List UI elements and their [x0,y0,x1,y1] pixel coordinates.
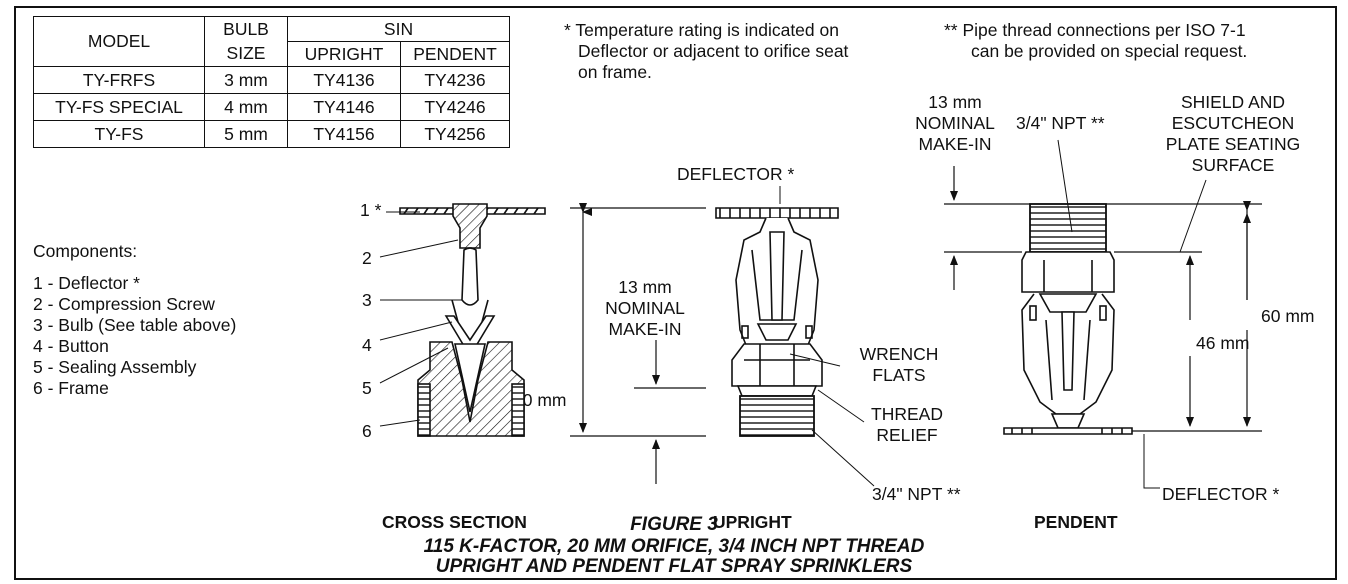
makein-label: NOMINAL [605,298,685,318]
callout-number: 5 [362,378,372,398]
shield-label: PLATE SEATING [1165,134,1301,154]
callout-number: 3 [362,290,372,310]
figure-caption-line1: 115 K-FACTOR, 20 MM ORIFICE, 3/4 INCH NP… [423,536,925,557]
table-row: TY-FS 5 mm TY4156 TY4256 [33,120,510,148]
table-row: TY-FS SPECIAL 4 mm TY4146 TY4246 [33,93,510,121]
header-upright: UPRIGHT [287,41,401,67]
component-item: 3 - Bulb (See table above) [33,315,237,335]
header-bulb-1: BULB [204,16,288,42]
npt-label: 3/4" NPT ** [872,484,961,504]
note-temperature-1: * Temperature rating is indicated on [564,20,839,40]
upright-view [715,186,875,487]
view-title-upright: UPRIGHT [713,512,792,532]
wrench-flats-label: WRENCH [859,344,939,364]
figure-caption-line2: UPRIGHT AND PENDENT FLAT SPRAY SPRINKLER… [435,556,913,577]
shield-label: ESCUTCHEON [1171,113,1295,133]
makein-label: NOMINAL [915,113,995,133]
figure-number: FIGURE 3 [630,514,718,535]
figure-frame [14,6,1337,580]
cell-model: TY-FS [33,120,205,148]
makein-label: MAKE-IN [918,134,992,154]
callout-number: 4 [362,335,372,355]
sin-table: MODEL BULB SIN SIZE UPRIGHT PENDENT TY-F… [33,16,510,148]
cell-bulb: 3 mm [204,66,288,94]
cell-pendent: TY4246 [400,93,510,121]
deflector-label: DEFLECTOR * [1162,484,1280,504]
component-item: 6 - Frame [33,378,109,398]
thread-relief-label: THREAD [871,404,943,424]
shield-label: SURFACE [1191,155,1275,175]
component-item: 5 - Sealing Assembly [33,357,197,377]
makein-label: 13 mm [618,277,672,297]
component-item: 2 - Compression Screw [33,294,215,314]
pendent-view [1003,139,1207,489]
shield-label: SHIELD AND [1180,92,1286,112]
callout-number: 2 [362,248,372,268]
cell-pendent: TY4256 [400,120,510,148]
view-title-pendent: PENDENT [1034,512,1118,532]
dimension-46mm: 46 mm [1196,333,1250,353]
note-thread-2: can be provided on special request. [971,41,1248,61]
components-title: Components: [33,241,138,261]
note-temperature-3: on frame. [578,62,652,82]
view-title-cross-section: CROSS SECTION [382,512,527,532]
makein-label: MAKE-IN [608,319,682,339]
note-thread-1: ** Pipe thread connections per ISO 7-1 [944,20,1246,40]
note-temperature-2: Deflector or adjacent to orifice seat [578,41,849,61]
thread-relief-label: RELIEF [876,425,938,445]
cell-bulb: 4 mm [204,93,288,121]
cell-bulb: 5 mm [204,120,288,148]
cell-upright: TY4156 [287,120,401,148]
wrench-flats-label: FLATS [872,365,926,385]
component-item: 4 - Button [33,336,109,356]
cell-model: TY-FS SPECIAL [33,93,205,121]
cell-upright: TY4146 [287,93,401,121]
header-bulb-2: SIZE [204,41,288,67]
cross-section-view [379,203,546,437]
cell-model: TY-FRFS [33,66,205,94]
dimension-60mm: 60 mm [1261,306,1315,326]
callout-number: 6 [362,421,372,441]
callout-number: 1 * [360,200,382,220]
header-pendent: PENDENT [400,41,510,67]
npt-label: 3/4" NPT ** [1016,113,1105,133]
deflector-label: DEFLECTOR * [677,164,795,184]
makein-label: 13 mm [928,92,982,112]
cell-pendent: TY4236 [400,66,510,94]
component-item: 1 - Deflector * [33,273,140,293]
table-row: TY-FRFS 3 mm TY4136 TY4236 [33,66,510,94]
